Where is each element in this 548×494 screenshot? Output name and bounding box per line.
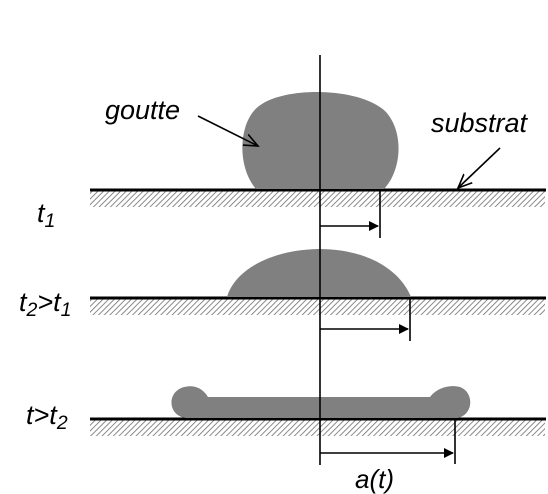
substrat-pointer-arrow bbox=[458, 147, 501, 188]
substrate-hatch-2 bbox=[90, 299, 545, 315]
substrate-hatch-3 bbox=[90, 420, 545, 436]
substrat-label: substrat bbox=[431, 108, 528, 138]
time-relation: > bbox=[33, 400, 50, 430]
row-2 bbox=[90, 249, 546, 341]
time-symbol: t bbox=[37, 198, 45, 228]
time-label-1: t1 bbox=[37, 200, 55, 231]
row-3 bbox=[90, 386, 546, 464]
a-t-label: a(t) bbox=[355, 464, 394, 494]
time-symbol: t bbox=[26, 400, 34, 430]
goutte-pointer-arrow bbox=[197, 115, 258, 146]
time-label-2: t2>t1 bbox=[19, 289, 71, 320]
time-label-3: t>t2 bbox=[26, 402, 68, 433]
drop-2 bbox=[227, 249, 411, 297]
time-subscript: 1 bbox=[44, 209, 56, 232]
time-symbol-2: t bbox=[49, 400, 57, 430]
time-subscript-2: 1 bbox=[60, 298, 72, 321]
time-subscript-2: 2 bbox=[56, 411, 68, 434]
drop-3 bbox=[171, 386, 471, 418]
time-symbol-2: t bbox=[53, 287, 61, 317]
row-1 bbox=[90, 92, 546, 238]
time-relation: > bbox=[37, 287, 54, 317]
time-subscript: 2 bbox=[26, 298, 38, 321]
time-symbol: t bbox=[19, 287, 27, 317]
goutte-label: goutte bbox=[105, 95, 181, 125]
substrate-hatch-1 bbox=[90, 191, 545, 207]
